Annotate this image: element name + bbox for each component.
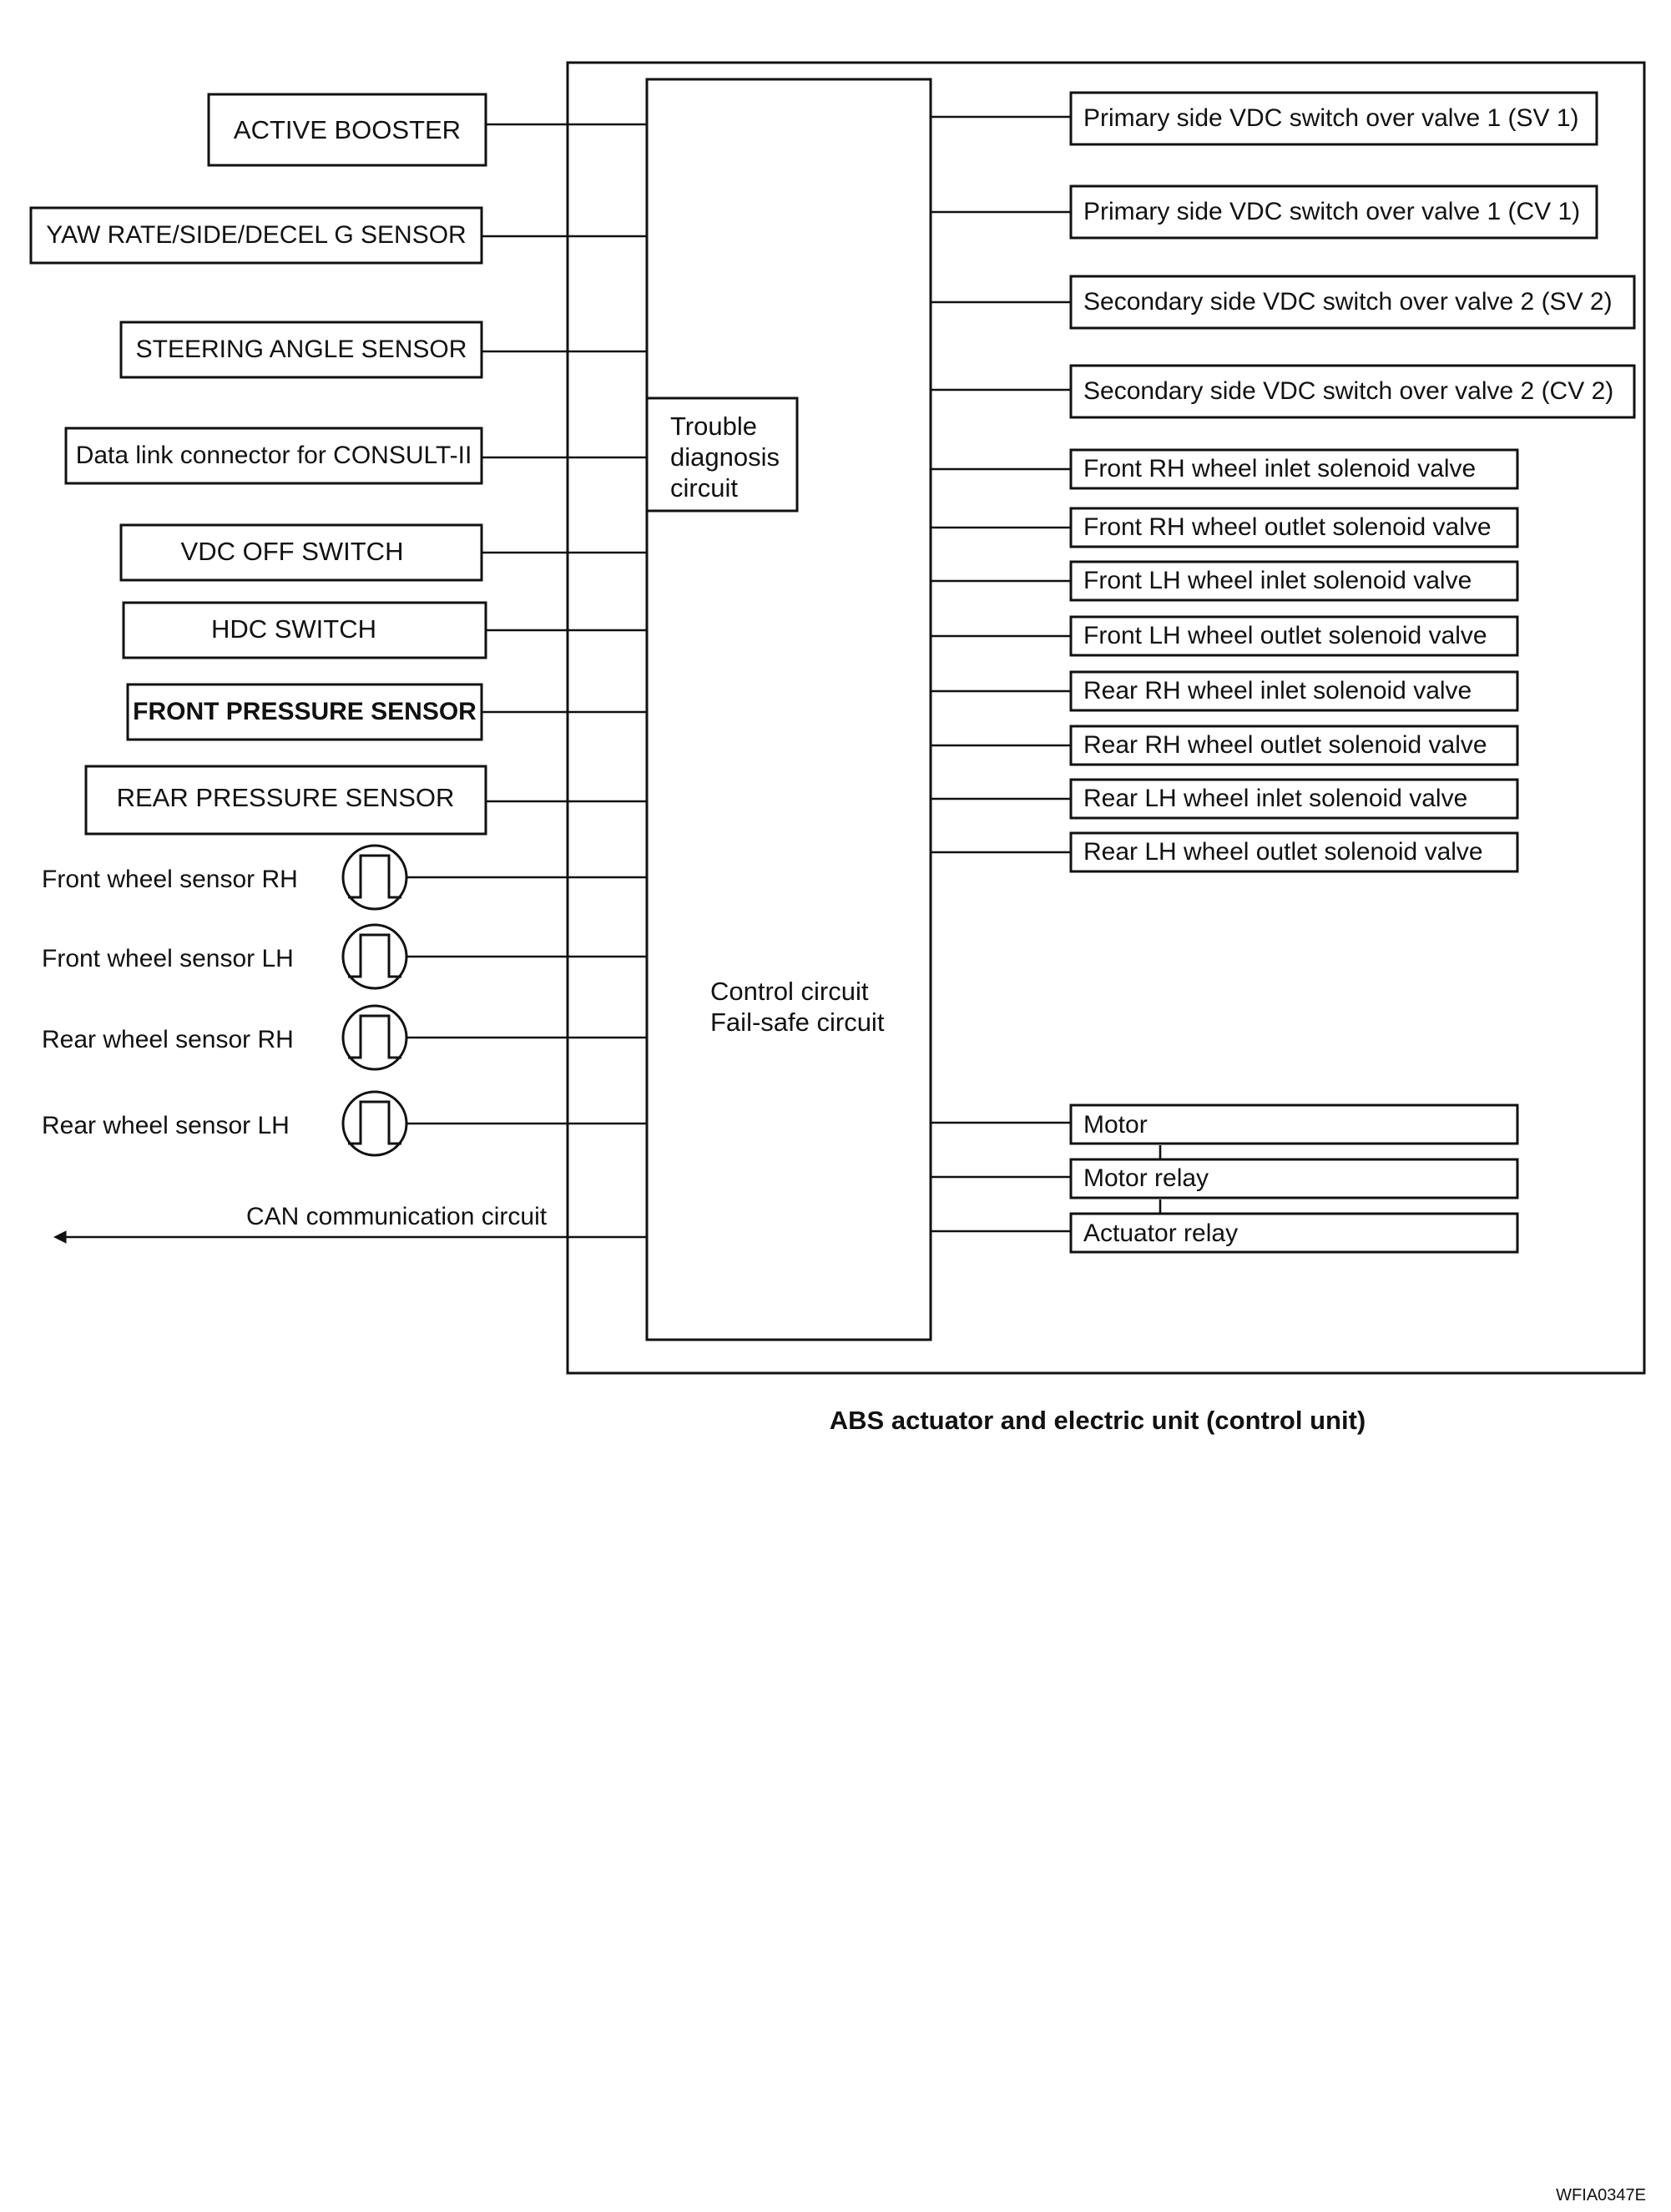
valve-label: Primary side VDC switch over valve 1 (CV… [1083, 198, 1580, 225]
input-box-vdc-off-switch: VDC OFF SWITCH [119, 523, 483, 582]
pulse-signal-icon [341, 844, 408, 911]
figure-code: WFIA0347E [1556, 2186, 1646, 2204]
output-box-motor-relay: Motor relay [1069, 1158, 1519, 1199]
can-communication-line: CAN communication circuit [53, 1203, 647, 1244]
valve-label: Front RH wheel inlet solenoid valve [1083, 455, 1476, 482]
input-box-data-link-connector: Data link connector for CONSULT-II [64, 427, 483, 485]
data-link-connector-label: Data link connector for CONSULT-II [76, 442, 472, 469]
pulse-signal-icon [341, 1090, 408, 1157]
trouble-diagnosis-label-2: diagnosis [670, 442, 780, 472]
input-wires [407, 123, 647, 1125]
output-box-motor: Motor [1069, 1103, 1519, 1145]
valve-label: Front LH wheel outlet solenoid valve [1083, 622, 1487, 649]
actuator-relay-label: Actuator relay [1083, 1220, 1238, 1247]
valve-label: Front LH wheel inlet solenoid valve [1083, 567, 1472, 594]
motor-label: Motor [1083, 1111, 1148, 1139]
valve-label: Secondary side VDC switch over valve 2 (… [1083, 377, 1613, 405]
valve-label: Rear LH wheel outlet solenoid valve [1083, 838, 1483, 866]
control-circuit-block [645, 78, 932, 1341]
input-box-hdc-switch: HDC SWITCH [122, 601, 487, 659]
valve-label: Rear RH wheel outlet solenoid valve [1083, 731, 1487, 759]
active-booster-label: ACTIVE BOOSTER [234, 115, 461, 144]
trouble-diagnosis-circuit-box [645, 396, 799, 513]
wheel-sensor-label: Front wheel sensor RH [42, 866, 298, 893]
wheel-sensor-label: Rear wheel sensor RH [42, 1026, 294, 1053]
wheel-sensor-label: Front wheel sensor LH [42, 945, 294, 972]
input-box-yaw-rate-sensor: YAW RATE/SIDE/DECEL G SENSOR [29, 206, 483, 265]
wheel-sensor-front-lh: Front wheel sensor LH [42, 923, 408, 990]
fail-safe-circuit-label: Fail-safe circuit [710, 1008, 885, 1037]
rear-pressure-sensor-label: REAR PRESSURE SENSOR [117, 783, 455, 812]
output-box-rear-rh-outlet: Rear RH wheel outlet solenoid valve [1069, 725, 1519, 766]
front-pressure-sensor-label: FRONT PRESSURE SENSOR [133, 698, 477, 725]
output-box-actuator-relay: Actuator relay [1069, 1212, 1519, 1254]
input-box-rear-pressure-sensor: REAR PRESSURE SENSOR [84, 765, 487, 836]
wheel-sensor-label: Rear wheel sensor LH [42, 1112, 290, 1139]
steering-angle-sensor-label: STEERING ANGLE SENSOR [136, 336, 467, 363]
vdc-off-switch-label: VDC OFF SWITCH [181, 537, 404, 566]
input-box-steering-angle-sensor: STEERING ANGLE SENSOR [119, 321, 483, 379]
output-box-front-lh-inlet: Front LH wheel inlet solenoid valve [1069, 560, 1519, 602]
motor-relay-label: Motor relay [1083, 1164, 1209, 1192]
pulse-signal-icon [341, 923, 408, 990]
output-wires [931, 115, 1162, 1233]
output-box-secondary-cv2: Secondary side VDC switch over valve 2 (… [1069, 364, 1636, 419]
trouble-diagnosis-label-3: circuit [670, 473, 738, 502]
wheel-sensor-rear-lh: Rear wheel sensor LH [42, 1090, 408, 1157]
wheel-sensor-rear-rh: Rear wheel sensor RH [42, 1004, 408, 1071]
trouble-diagnosis-label-1: Trouble [670, 412, 757, 441]
can-communication-label: CAN communication circuit [246, 1203, 548, 1230]
valve-label: Primary side VDC switch over valve 1 (SV… [1083, 104, 1579, 132]
input-box-front-pressure-sensor: FRONT PRESSURE SENSOR [126, 683, 483, 741]
valve-label: Front RH wheel outlet solenoid valve [1083, 513, 1492, 541]
control-unit-caption: ABS actuator and electric unit (control … [830, 1406, 1366, 1435]
output-box-front-rh-inlet: Front RH wheel inlet solenoid valve [1069, 448, 1519, 490]
valve-label: Rear LH wheel inlet solenoid valve [1083, 785, 1467, 812]
output-box-rear-lh-outlet: Rear LH wheel outlet solenoid valve [1069, 831, 1519, 873]
output-box-front-lh-outlet: Front LH wheel outlet solenoid valve [1069, 615, 1519, 657]
output-box-front-rh-outlet: Front RH wheel outlet solenoid valve [1069, 507, 1519, 548]
output-box-secondary-sv2: Secondary side VDC switch over valve 2 (… [1069, 275, 1636, 330]
valve-label: Secondary side VDC switch over valve 2 (… [1083, 288, 1613, 316]
wheel-sensor-front-rh: Front wheel sensor RH [42, 844, 408, 911]
output-box-rear-rh-inlet: Rear RH wheel inlet solenoid valve [1069, 670, 1519, 712]
hdc-switch-label: HDC SWITCH [211, 614, 376, 644]
valve-label: Rear RH wheel inlet solenoid valve [1083, 677, 1472, 705]
output-box-primary-sv1: Primary side VDC switch over valve 1 (SV… [1069, 91, 1598, 146]
input-box-active-booster: ACTIVE BOOSTER [207, 93, 487, 167]
yaw-rate-sensor-label: YAW RATE/SIDE/DECEL G SENSOR [46, 221, 466, 249]
output-box-primary-cv1: Primary side VDC switch over valve 1 (CV… [1069, 184, 1598, 240]
output-box-rear-lh-inlet: Rear LH wheel inlet solenoid valve [1069, 778, 1519, 820]
pulse-signal-icon [341, 1004, 408, 1071]
control-circuit-label: Control circuit [710, 977, 869, 1006]
